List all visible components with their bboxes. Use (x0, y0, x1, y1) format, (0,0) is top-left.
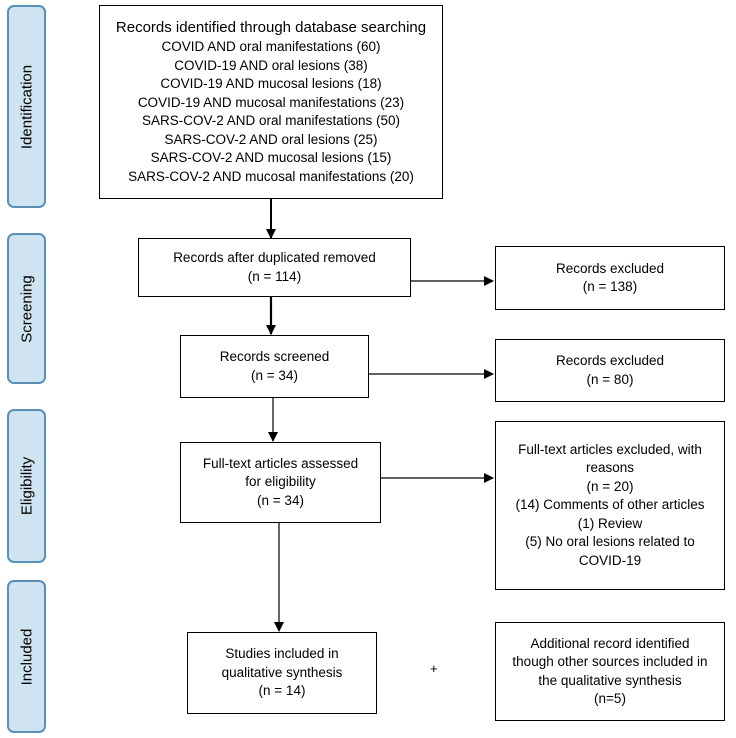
excluded-box-1: Records excluded (n = 138) (495, 246, 725, 310)
fulltext-assessed-line2: for eligibility (245, 474, 316, 490)
excluded-2-label: Records excluded (555, 353, 665, 368)
duplicates-removed-label: Records after duplicated removed (173, 250, 376, 265)
duplicates-removed-box: Records after duplicated removed (n = 11… (138, 238, 411, 297)
exclusion-reason: COVID-19 (578, 552, 642, 568)
included-studies-count: (n = 14) (258, 683, 306, 699)
stage-included: Included (7, 580, 46, 733)
stage-identification: Identification (7, 5, 46, 208)
fulltext-excluded-count: (n = 20) (586, 478, 634, 494)
included-studies-box: Studies included in qualitative synthesi… (187, 632, 377, 714)
query-item: COVID-19 AND mucosal lesions (18) (160, 76, 382, 91)
excluded-1-count: (n = 138) (582, 279, 638, 294)
additional-line1: Additional record identified (530, 635, 690, 651)
exclusion-reason: (1) Review (577, 515, 643, 531)
query-item: SARS-COV-2 AND oral manifestations (50) (141, 113, 401, 128)
included-studies-line2: qualitative synthesis (221, 664, 343, 680)
fulltext-excluded-box: Full-text articles excluded, with reason… (495, 421, 725, 590)
query-item: COVID-19 AND mucosal manifestations (23) (137, 94, 405, 110)
query-item: SARS-COV-2 AND oral lesions (25) (164, 131, 378, 147)
fulltext-assessed-box: Full-text articles assessed for eligibil… (180, 442, 381, 523)
fulltext-excluded-line2: reasons (585, 460, 635, 476)
excluded-2-count: (n = 80) (586, 371, 634, 387)
screened-box: Records screened (n = 34) (180, 335, 369, 398)
query-item: SARS-COV-2 AND mucosal lesions (15) (150, 150, 392, 165)
stage-eligibility: Eligibility (7, 409, 46, 563)
excluded-1-label: Records excluded (555, 260, 665, 276)
additional-records-box: Additional record identified though othe… (495, 622, 725, 721)
stage-screening: Screening (7, 233, 46, 384)
identification-box: Records identified through database sear… (99, 5, 443, 199)
screened-label: Records screened (219, 349, 330, 364)
plus-sign: + (430, 661, 438, 676)
screened-count: (n = 34) (251, 367, 298, 383)
excluded-box-2: Records excluded (n = 80) (495, 339, 725, 402)
additional-line2: though other sources included in (512, 654, 708, 669)
exclusion-reason: (5) No oral lesions related to (525, 534, 695, 550)
exclusion-reason: (14) Comments of other articles (515, 497, 705, 513)
additional-count: (n=5) (594, 691, 626, 706)
additional-line3: the qualitative synthesis (538, 672, 682, 688)
query-item: SARS-COV-2 AND mucosal manifestations (2… (128, 168, 414, 184)
included-studies-line1: Studies included in (225, 646, 339, 662)
query-item: COVID AND oral manifestations (60) (161, 39, 381, 54)
identification-title: Records identified through database sear… (115, 19, 427, 36)
duplicates-removed-count: (n = 114) (247, 268, 302, 284)
fulltext-assessed-count: (n = 34) (257, 492, 304, 508)
fulltext-assessed-line1: Full-text articles assessed (202, 455, 359, 471)
query-item: COVID-19 AND oral lesions (38) (174, 57, 368, 73)
fulltext-excluded-line1: Full-text articles excluded, with (518, 441, 702, 457)
